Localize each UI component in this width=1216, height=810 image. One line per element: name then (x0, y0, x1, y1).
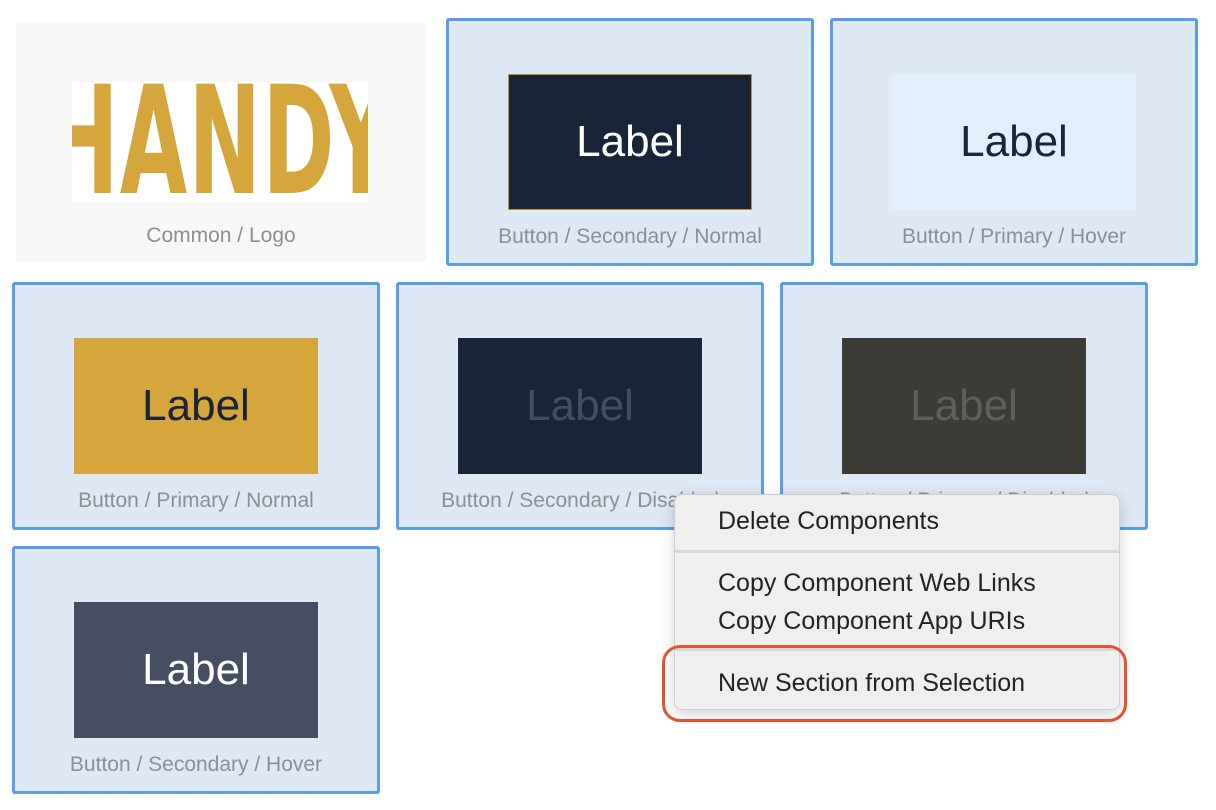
button-label: Label (910, 381, 1018, 430)
tile-caption: Button / Primary / Normal (78, 489, 314, 512)
tile-caption: Button / Secondary / Disabled (441, 489, 719, 512)
tile-caption: Button / Primary / Hover (901, 225, 1127, 248)
highlight-annotation (662, 645, 1127, 722)
handy-logo: HANDY (72, 82, 368, 202)
context-menu: Delete Components Copy Component Web Lin… (674, 494, 1120, 710)
menu-item-delete-components[interactable]: Delete Components (718, 507, 939, 535)
menu-item-copy-web-links[interactable]: Copy Component Web Links (718, 569, 1036, 597)
button-label: Label (960, 117, 1068, 166)
menu-item-copy-app-uris[interactable]: Copy Component App URIs (718, 607, 1026, 635)
button-secondary-normal-preview: Label (508, 74, 752, 210)
button-label: Label (576, 117, 684, 166)
menu-separator (675, 648, 1119, 651)
tile-caption: Button / Secondary / Normal (498, 225, 762, 248)
button-primary-normal-preview: Label (74, 338, 318, 474)
component-tile-button-secondary-hover[interactable]: Label Button / Secondary / Hover (12, 546, 380, 794)
menu-item-new-section-from-selection[interactable]: New Section from Selection (718, 669, 1026, 697)
button-label: Label (142, 645, 250, 694)
button-secondary-hover-preview: Label (74, 602, 318, 738)
logo-wordmark: HANDY (72, 82, 368, 202)
component-tile-button-primary-normal[interactable]: Label Button / Primary / Normal (12, 282, 380, 530)
button-primary-disabled-preview: Label (842, 338, 1086, 474)
component-tile-button-secondary-normal[interactable]: Label Button / Secondary / Normal (446, 18, 814, 266)
button-secondary-disabled-preview: Label (458, 338, 702, 474)
button-primary-hover-preview: Label (892, 74, 1136, 210)
button-label: Label (526, 381, 634, 430)
menu-separator (675, 550, 1119, 553)
component-tile-button-primary-hover[interactable]: Label Button / Primary / Hover (830, 18, 1198, 266)
tile-caption: Button / Secondary / Hover (69, 753, 323, 776)
tile-caption: Common / Logo (146, 224, 296, 247)
component-tile-button-secondary-disabled[interactable]: Label Button / Secondary / Disabled (396, 282, 764, 530)
component-tile-button-primary-disabled[interactable]: Label Button / Primary / Disabled (780, 282, 1148, 530)
component-tile-common-logo[interactable]: HANDY Common / Logo (16, 22, 426, 262)
button-label: Label (142, 381, 250, 430)
